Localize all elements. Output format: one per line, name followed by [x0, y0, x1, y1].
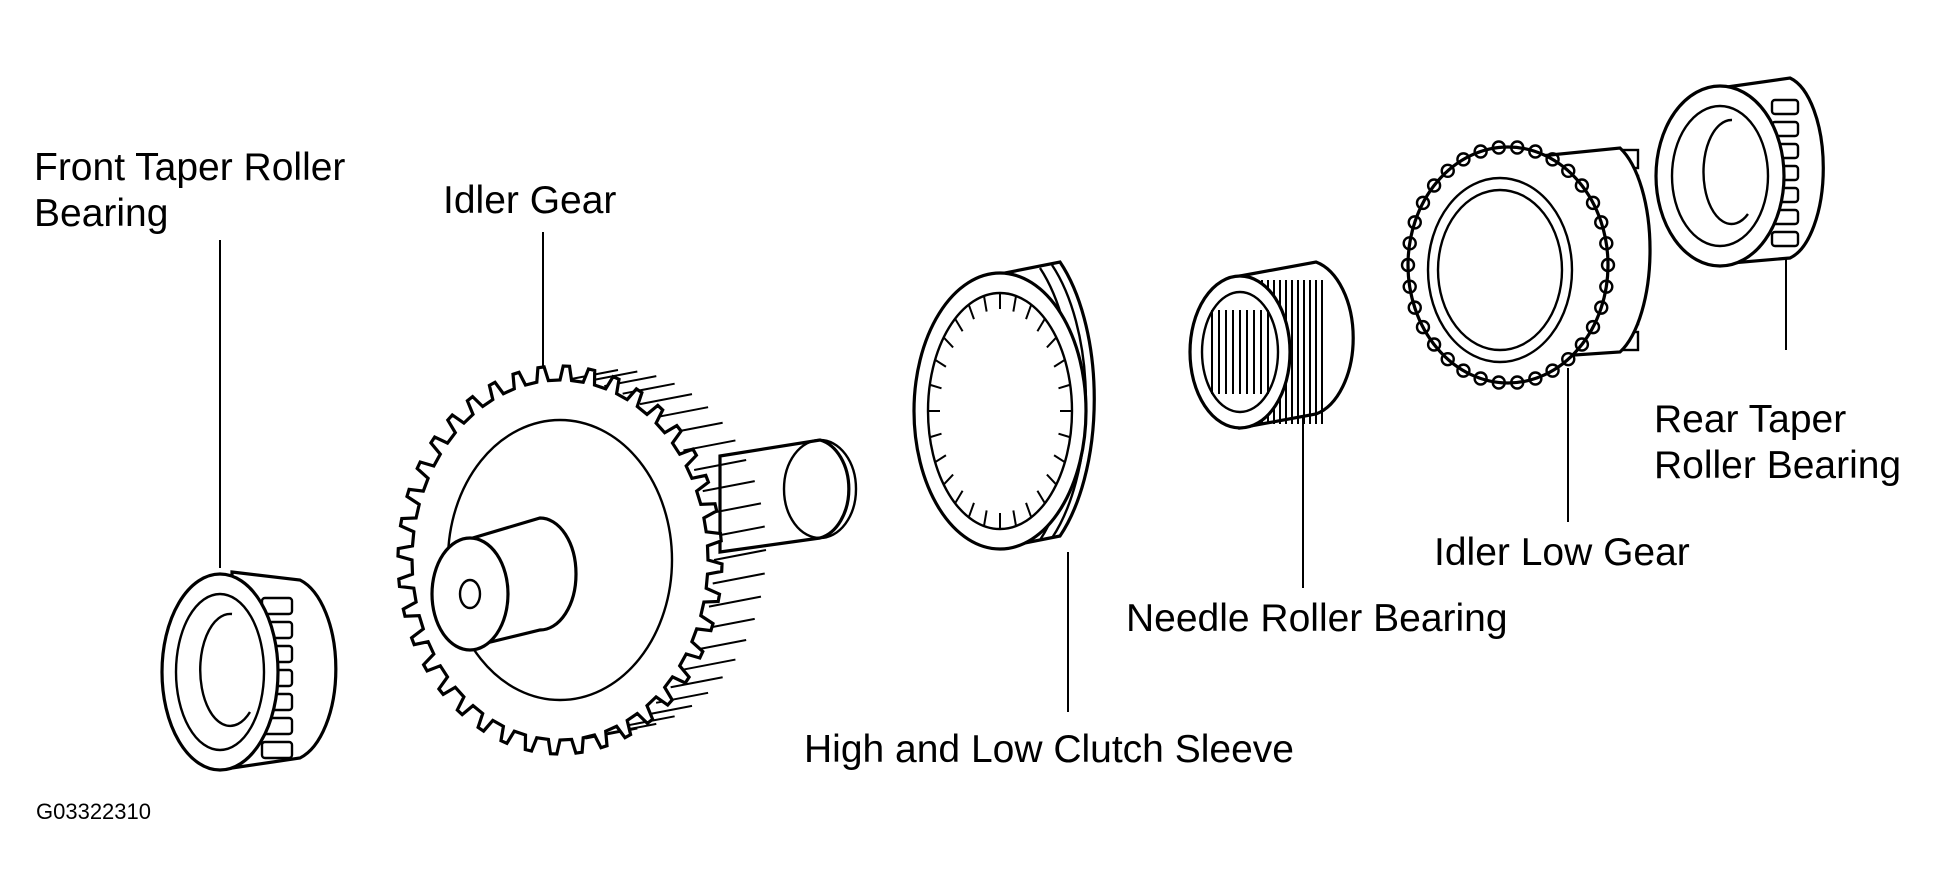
leader-lines — [219, 232, 1787, 712]
sleeve-spline — [934, 454, 947, 464]
idler-tooth-edge — [683, 658, 736, 671]
low-gear-tooth — [1599, 236, 1614, 251]
sleeve-spline — [1053, 454, 1066, 464]
clutch-sleeve-label: High and Low Clutch Sleeve — [804, 728, 1294, 771]
idler-tooth-edge — [693, 459, 747, 471]
low-gear-tooth — [1600, 257, 1616, 273]
sleeve-spline — [1012, 295, 1018, 312]
low-gear-tooth — [1585, 319, 1601, 335]
front-roller — [260, 740, 294, 760]
low-gear-tooth — [1574, 337, 1590, 352]
low-gear-tooth — [1528, 371, 1543, 386]
front-bearing-label-line-1: Front Taper Roller — [34, 146, 346, 189]
low-gear-tooth — [1594, 300, 1609, 315]
sleeve-spline — [967, 304, 975, 320]
low-gear-tooth — [1456, 152, 1471, 167]
figure-code: G03322310 — [36, 799, 151, 824]
low-gear-tooth — [1594, 215, 1609, 230]
sleeve-spline — [1025, 502, 1033, 518]
sleeve-spline — [982, 510, 988, 527]
needle-bearing-label: Needle Roller Bearing — [1126, 597, 1508, 640]
sleeve-spline — [967, 502, 975, 518]
low-gear-tooth — [1585, 195, 1601, 211]
low-gear-tooth — [1574, 178, 1590, 193]
low-gear-tooth — [1426, 178, 1442, 193]
sleeve-spline — [942, 336, 954, 349]
rear-bearing-label: Rear Taper Roller Bearing — [1654, 397, 1901, 489]
sleeve-spline — [1058, 383, 1071, 390]
low-gear-tooth — [1561, 351, 1576, 367]
rear-bearing-label-line-2: Roller Bearing — [1654, 444, 1902, 487]
low-gear-tooth — [1426, 337, 1442, 352]
needle-roller-bearing-drawing — [1188, 260, 1355, 430]
idler-tooth-edge — [713, 549, 767, 561]
low-gear-tooth — [1415, 319, 1431, 335]
sleeve-spline — [954, 490, 964, 504]
low-gear-tooth — [1415, 195, 1431, 211]
low-gear-tooth — [1491, 140, 1506, 155]
low-gear-tooth — [1407, 215, 1422, 230]
sleeve-spline — [1058, 432, 1071, 439]
low-gear-tooth — [1440, 163, 1455, 179]
sleeve-spline — [954, 318, 964, 332]
low-gear-tooth — [1491, 375, 1506, 390]
low-gear-tooth — [1561, 163, 1576, 179]
front-bearing-label-line-2: Bearing — [34, 192, 169, 235]
front-taper-roller-bearing — [160, 570, 338, 772]
sleeve-spline — [1012, 510, 1018, 527]
idler-tooth-edge — [670, 676, 723, 689]
idler-tooth-edge — [639, 393, 693, 406]
sleeve-spline — [934, 358, 947, 368]
sleeve-spline — [1046, 473, 1058, 486]
idler-gear-drawing — [396, 364, 858, 756]
low-gear-tooth — [1545, 363, 1560, 378]
low-gear-tooth — [1400, 257, 1416, 273]
idler-low-gear-label: Idler Low Gear — [1434, 531, 1690, 574]
low-gear-tooth — [1545, 152, 1560, 167]
sleeve-spline — [1036, 318, 1046, 332]
rear-roller — [1770, 98, 1800, 116]
sleeve-spline — [929, 432, 942, 439]
low-gear-tooth — [1528, 144, 1543, 159]
rear-roller — [1770, 230, 1800, 248]
sleeve-spline — [1053, 358, 1066, 368]
idler-tooth-edge — [708, 595, 762, 608]
sleeve-spline — [942, 473, 954, 486]
low-gear-tooth — [1407, 300, 1422, 315]
sleeve-spline — [1046, 336, 1058, 349]
sleeve-spline — [1036, 490, 1046, 504]
low-gear-tooth — [1402, 236, 1417, 251]
front-bearing-label: Front Taper Roller Bearing — [34, 145, 345, 237]
low-gear-tooth — [1473, 371, 1488, 386]
idler-tooth-edge — [693, 639, 747, 651]
low-gear-tooth — [1473, 144, 1488, 159]
sleeve-spline — [982, 295, 988, 312]
low-gear-tooth — [1510, 140, 1525, 155]
rear-taper-roller-bearing — [1654, 76, 1825, 268]
idler-gear-label: Idler Gear — [443, 179, 617, 222]
sleeve-spline — [929, 383, 942, 390]
idler-low-gear-drawing — [1400, 140, 1652, 390]
low-gear-tooth — [1510, 375, 1525, 390]
low-gear-tooth — [1402, 279, 1417, 294]
idler-tooth-edge — [655, 406, 709, 419]
low-gear-tooth — [1440, 351, 1455, 367]
idler-tooth-edge — [702, 480, 755, 493]
idler-tooth-edge — [622, 382, 675, 395]
low-gear-tooth — [1456, 363, 1471, 378]
clutch-sleeve-drawing — [912, 260, 1096, 551]
idler-tooth-edge — [712, 572, 765, 585]
sleeve-spline — [1025, 304, 1033, 320]
low-gear-tooth — [1599, 279, 1614, 294]
rear-bearing-label-line-1: Rear Taper — [1654, 398, 1847, 441]
